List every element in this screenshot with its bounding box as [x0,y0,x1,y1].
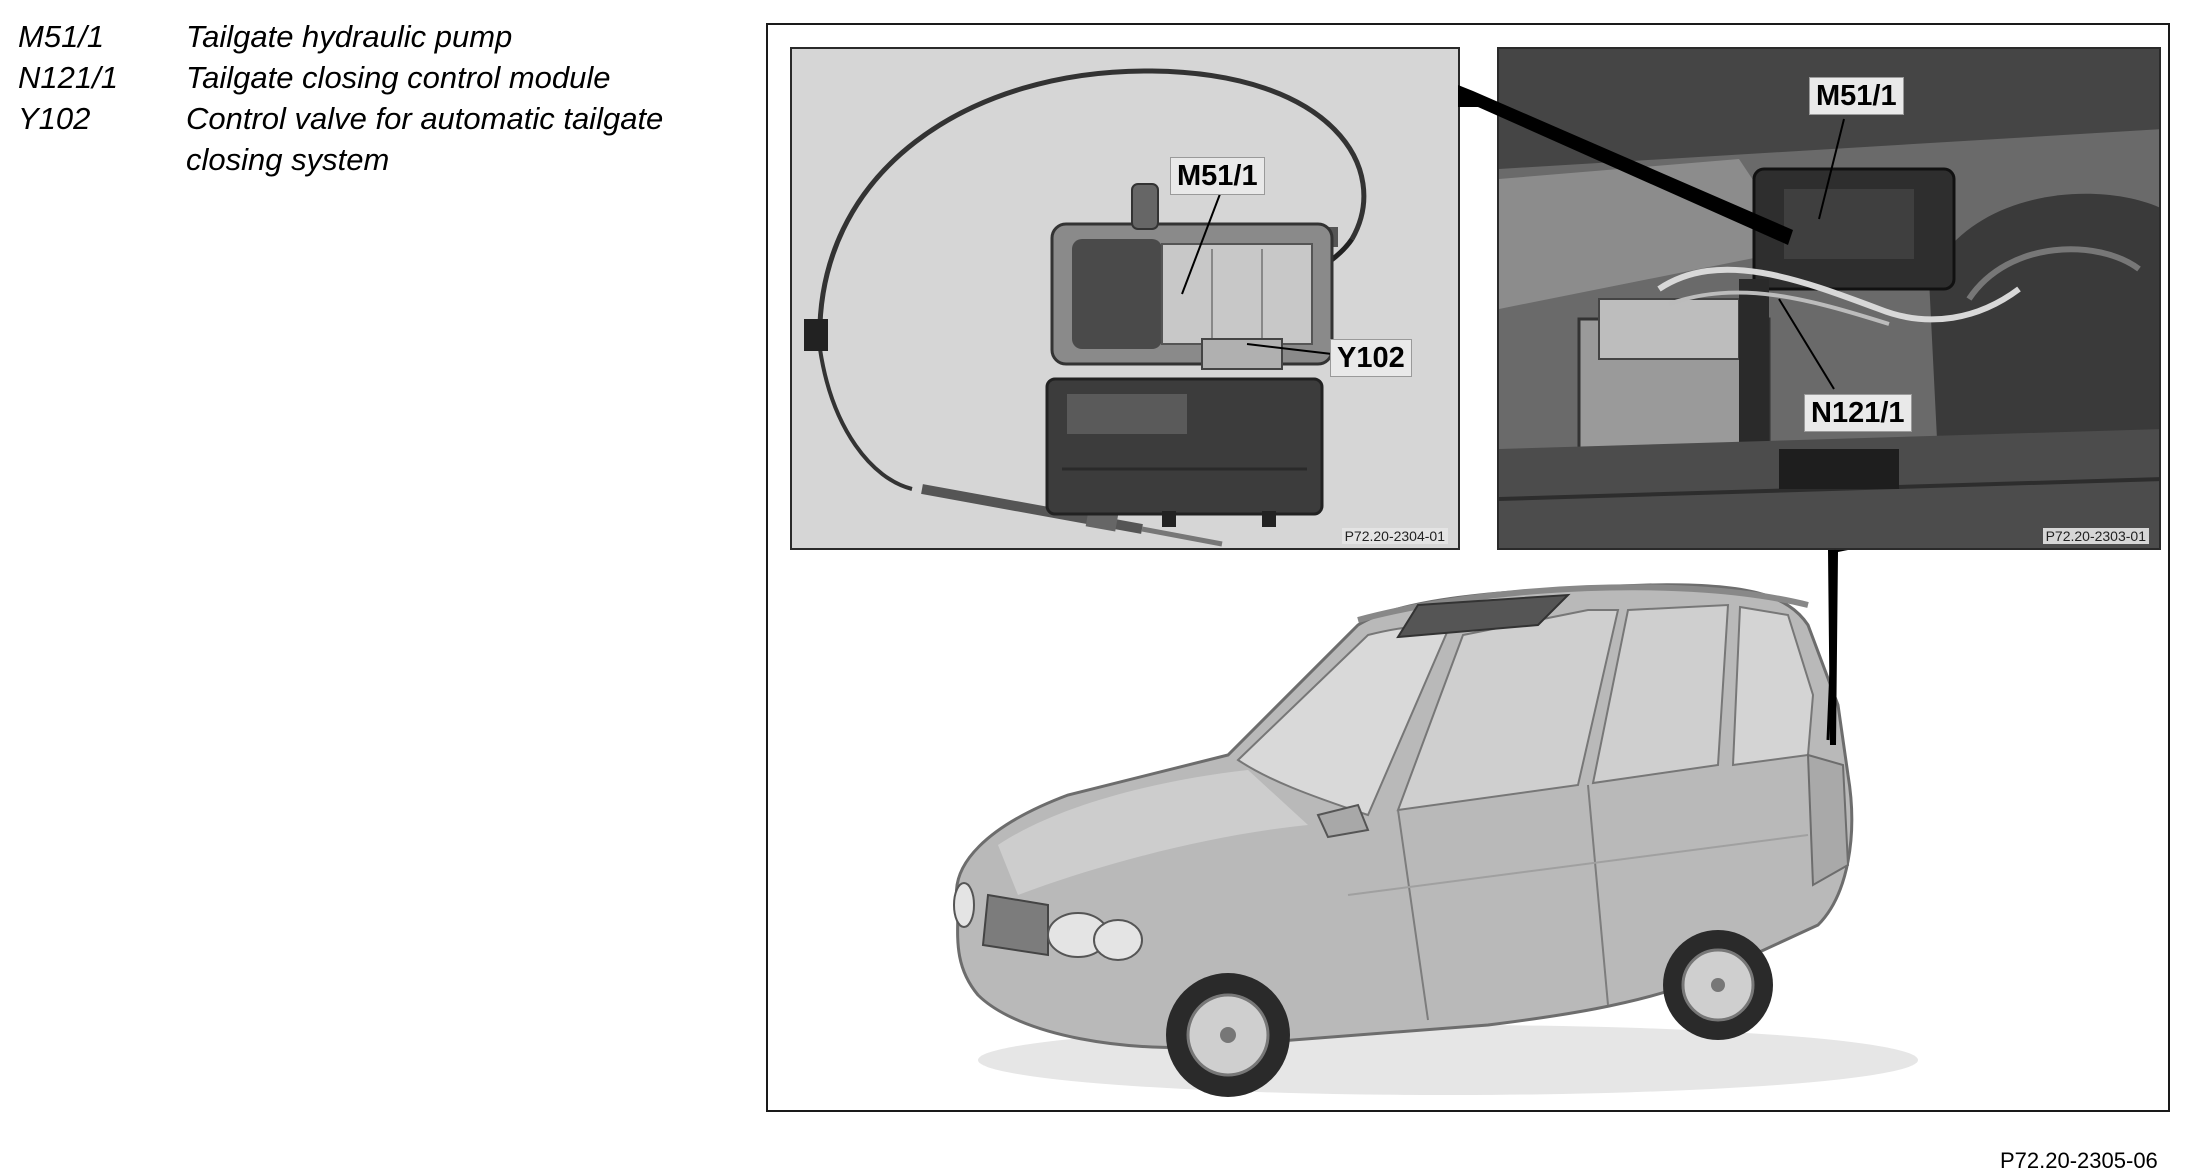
legend-code: M51/1 [18,19,105,54]
callout-m51: M51/1 [1809,77,1904,115]
inset-pump-assembly: M51/1 Y102 P72.20-2304-01 [790,47,1460,550]
figure-code: P72.20-2305-06 [2000,1148,2158,1173]
callout-y102: Y102 [1330,339,1412,377]
estate-car-drawing [953,583,1918,1097]
legend-row-y102: Y102 Control valve for automatic tailgat… [18,98,738,180]
legend-code: Y102 [18,101,91,136]
inset-installed-location: M51/1 N121/1 P72.20-2303-01 [1497,47,2161,550]
legend-description: Tailgate hydraulic pump [186,19,513,54]
vehicle-illustration [928,565,1988,1105]
legend-code: N121/1 [18,60,118,95]
legend-description: Control valve for automatic tailgate clo… [186,101,664,177]
legend-row-m51: M51/1 Tailgate hydraulic pump [18,16,738,57]
installed-location-illustration [1499,49,2159,548]
inset-image-code: P72.20-2304-01 [1341,528,1448,544]
diagram-frame: M51/1 Y102 P72.20-2304-01 [766,23,2170,1112]
pump-assembly-illustration [804,68,1367,547]
callout-n121: N121/1 [1804,394,1912,432]
legend: M51/1 Tailgate hydraulic pump N121/1 Tai… [18,16,738,180]
legend-row-n121: N121/1 Tailgate closing control module [18,57,738,98]
inset-image-code: P72.20-2303-01 [2042,528,2149,544]
callout-m51: M51/1 [1170,157,1265,195]
legend-description: Tailgate closing control module [186,60,611,95]
